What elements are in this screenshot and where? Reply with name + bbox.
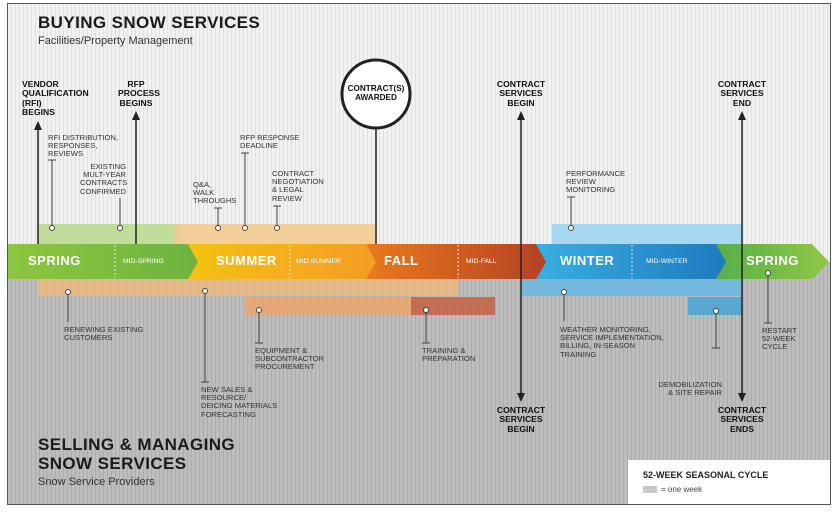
- label-rfp-deadline: RFP RESPONSE DEADLINE: [240, 133, 300, 151]
- buyer-leaders: [48, 152, 575, 231]
- milestone-services-begin-top: CONTRACT SERVICES BEGIN: [496, 79, 546, 108]
- buyer-bar-spring: [38, 224, 180, 244]
- label-renewing-customers: RENEWING EXISTING CUSTOMERS: [64, 325, 144, 343]
- buyer-background: [8, 4, 830, 262]
- season-fall-label: FALL: [384, 253, 419, 268]
- provider-bar-weather: [522, 278, 742, 296]
- label-restart-cycle: RESTART 52-WEEK CYCLE: [762, 326, 797, 352]
- milestone-services-end-top: CONTRACT SERVICES END: [717, 79, 767, 108]
- provider-title-line2: SNOW SERVICES: [38, 454, 187, 473]
- mid-winter-label: MID-WINTER: [646, 258, 688, 265]
- season-winter-label: WINTER: [560, 253, 615, 268]
- label-training-preparation: TRAINING & PREPARATION: [422, 346, 476, 364]
- milestone-arrows: [34, 108, 746, 402]
- buyer-bar-summer: [175, 224, 375, 244]
- label-rfi-distribution: RFI DISTRIBUTION, RESPONSES, REVIEWS: [48, 133, 119, 159]
- mid-fall-label: MID-FALL: [466, 258, 497, 265]
- label-existing-contracts: EXISTING MULT-YEAR CONTRACTS CONFIRMED: [80, 162, 128, 196]
- season-spring-2-label: SPRING: [746, 253, 799, 268]
- mid-summer-label: MID-SUMMER: [296, 258, 341, 265]
- provider-subtitle: Snow Service Providers: [38, 476, 155, 488]
- provider-bar-renewing: [38, 278, 458, 296]
- season-segment-winter: [536, 244, 733, 279]
- season-segment-fall: [366, 244, 553, 279]
- provider-bar-demobilization: [688, 297, 742, 315]
- provider-bar-equipment: [245, 297, 413, 315]
- provider-bar-training: [411, 297, 495, 315]
- buyer-bar-winter: [552, 224, 742, 244]
- milestone-contracts-awarded: CONTRACT(S) AWARDED: [347, 84, 405, 103]
- milestone-services-end-bottom: CONTRACT SERVICES ENDS: [717, 405, 767, 434]
- buyer-subtitle: Facilities/Property Management: [38, 35, 193, 47]
- milestone-vendor-qualification: VENDOR QUALIFICATION (RFI) BEGINS: [22, 79, 89, 118]
- label-equipment-procurement: EQUIPMENT & SUBCONTRACTOR PROCUREMENT: [255, 346, 325, 372]
- season-segment-spring-2: [716, 244, 829, 279]
- provider-leaders: [65, 270, 772, 383]
- label-demobilization: DEMOBILIZATION & SITE REPAIR: [658, 380, 722, 398]
- milestone-services-begin-bottom: CONTRACT SERVICES BEGIN: [496, 405, 546, 434]
- legend-title: 52-WEEK SEASONAL CYCLE: [643, 470, 769, 480]
- season-segment-spring: [8, 244, 205, 279]
- label-qa-walkthroughs: Q&A, WALK THROUGHS: [193, 180, 237, 206]
- contracts-awarded-circle: [340, 58, 412, 130]
- label-contract-negotiation: CONTRACT NEGOTIATION & LEGAL REVIEW: [272, 169, 324, 203]
- mid-spring-label: MID-SPRING: [123, 258, 164, 265]
- legend-swatch: [643, 486, 657, 493]
- season-spring-label: SPRING: [28, 253, 81, 268]
- label-weather-monitoring: WEATHER MONITORING, SERVICE IMPLEMENTATI…: [560, 325, 664, 359]
- legend-key: = one week: [661, 485, 703, 494]
- season-segment-summer: [188, 244, 383, 279]
- buyer-title: BUYING SNOW SERVICES: [38, 13, 261, 32]
- season-summer-label: SUMMER: [216, 253, 277, 268]
- legend-box: [628, 460, 830, 504]
- label-performance-review: PERFORMANCE REVIEW MONITORING: [566, 169, 626, 195]
- provider-title-line1: SELLING & MANAGING: [38, 435, 236, 454]
- label-new-sales: NEW SALES & RESOURCE/ DEICING MATERIALS …: [201, 385, 278, 419]
- milestone-rfp-begins: RFP PROCESS BEGINS: [118, 79, 161, 108]
